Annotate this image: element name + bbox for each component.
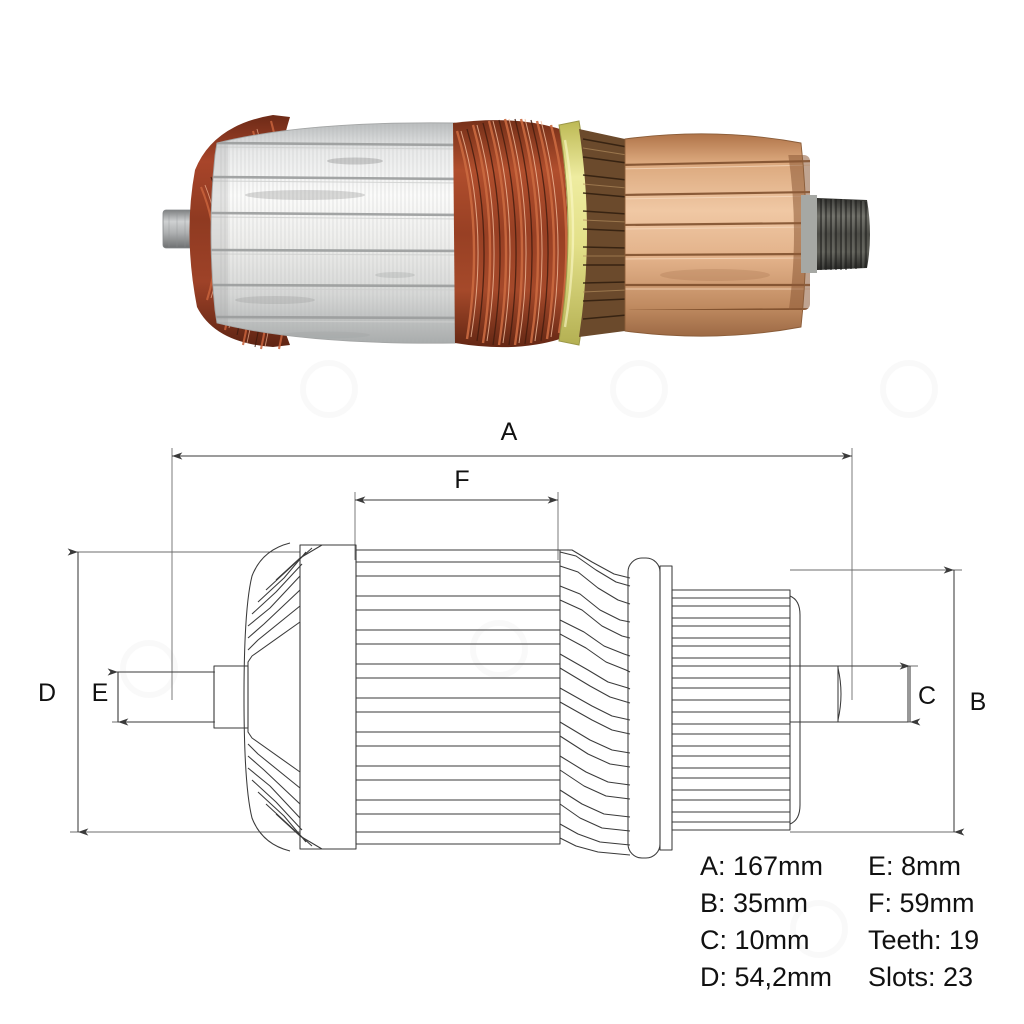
commutator-risers (579, 129, 629, 337)
retaining-band (558, 120, 589, 346)
spec-e-label: E: 8mm (868, 851, 962, 881)
spec-f-label: F: 59mm (868, 888, 975, 918)
drawing-drive-shaft (117, 671, 215, 723)
drawing-commutator (671, 589, 801, 831)
spec-slots-label: Slots: 23 (868, 962, 974, 992)
dimension-label-b: B (970, 688, 987, 716)
laminated-core (210, 122, 456, 344)
armature-windings-right (453, 118, 568, 348)
dimension-label-c: C (918, 682, 936, 710)
dimension-label-a: A (501, 418, 518, 446)
spec-b-label: B: 35mm (700, 888, 809, 918)
dimension-label-f: F (454, 466, 469, 494)
drawing-core (299, 544, 561, 850)
dimension-label-e: E (92, 679, 109, 707)
spec-a-label: A: 167mm (700, 851, 824, 881)
drawing-shaft-collar (213, 665, 249, 729)
drawing-end-ring (627, 557, 661, 859)
drawing-left-windings (243, 542, 323, 852)
drawing-end-ring-inner (659, 565, 673, 851)
splined-output-shaft (801, 195, 870, 273)
commutator (624, 133, 810, 337)
specification-list: A: 167mm E: 8mm B: 35mm F: 59mm C: 10mm … (700, 848, 979, 996)
drawing-output-shaft (789, 665, 909, 723)
dimension-label-d: D (38, 679, 56, 707)
drawing-right-windings (559, 549, 631, 856)
spec-teeth-label: Teeth: 19 (868, 925, 980, 955)
armature-photo (155, 95, 870, 370)
dimension-drawing: A F D E C B (0, 400, 1024, 870)
spec-c-label: C: 10mm (700, 925, 810, 955)
spec-d-label: D: 54,2mm (700, 962, 833, 992)
